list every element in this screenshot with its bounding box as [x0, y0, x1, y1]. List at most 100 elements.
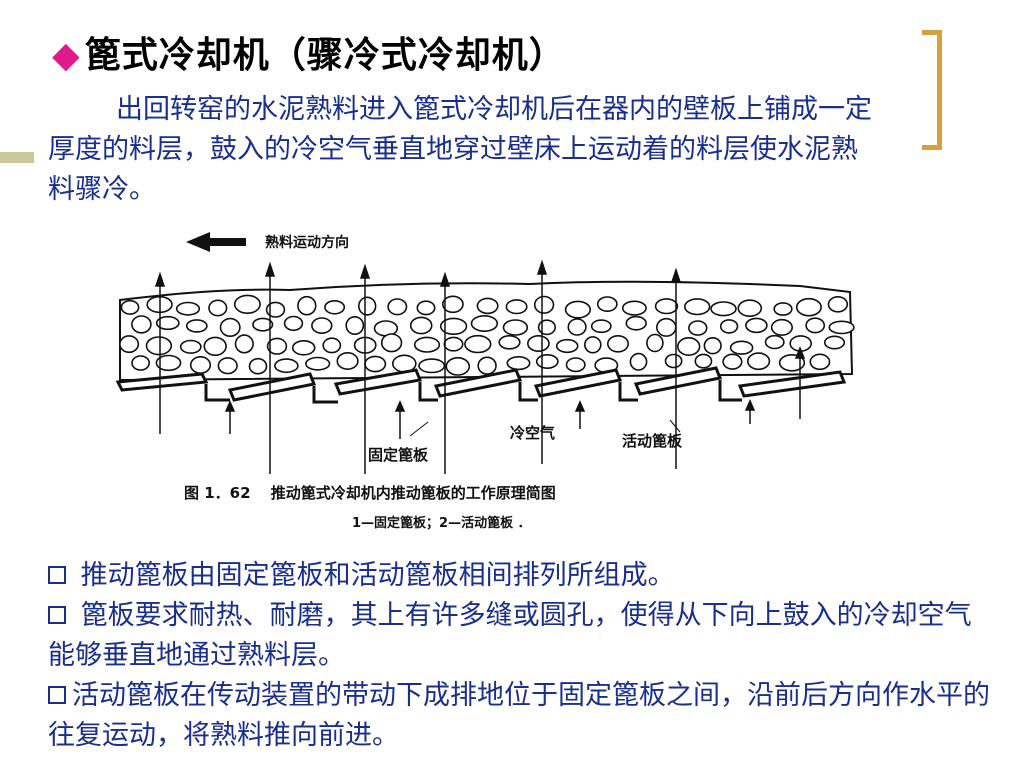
intro-text: 出回转窑的水泥熟料进入篦式冷却机后在器内的壁板上铺成一定厚度的料层，鼓入的冷空气… [48, 94, 872, 205]
bullet-text: 活动篦板在传动装置的带动下成排地位于固定篦板之间，沿前后方向作水平的往复运动，将… [48, 680, 990, 751]
clinker-stone [175, 301, 201, 316]
clinker-stone [131, 315, 152, 334]
clinker-stone [217, 357, 238, 375]
clinker-stone [590, 319, 612, 334]
bullet-text: 篦板要求耐热、耐磨，其上有许多缝或圆孔，使得从下向上鼓入的冷却空气能够垂直地通过… [48, 600, 972, 671]
label-leaders [409, 419, 681, 437]
clinker-stone [416, 300, 436, 316]
clinker-stone [625, 315, 647, 331]
clinker-stone [322, 337, 342, 354]
clinker-stone [219, 317, 241, 337]
clinker-stone [345, 316, 365, 336]
clinker-stone [694, 353, 713, 369]
clinker-stone [477, 356, 497, 375]
page-title: ◆篦式冷却机（骤冷式冷却机） [52, 26, 566, 78]
clinker-stone [208, 299, 228, 317]
clinker-stone [297, 295, 317, 316]
clinker-stone [770, 318, 794, 336]
clinker-stone [266, 337, 288, 355]
list-item: 篦板要求耐热、耐磨，其上有许多缝或圆孔，使得从下向上鼓入的冷却空气能够垂直地通过… [48, 596, 998, 676]
clinker-stone [729, 340, 754, 355]
clinker-stone [564, 300, 592, 319]
moving-grate-plate [227, 372, 317, 402]
clinker-stone [145, 336, 173, 356]
clinker-stones [119, 294, 855, 376]
clinker-stone [655, 317, 677, 337]
clinker-stone [827, 296, 849, 313]
bullet-list: 推动篦板由固定篦板和活动篦板相间排列所组成。 篦板要求耐热、耐磨，其上有许多缝或… [48, 556, 998, 756]
square-bullet-icon [48, 685, 66, 704]
clinker-stone [683, 298, 711, 316]
clinker-stone [809, 353, 831, 371]
clinker-stone [596, 296, 618, 312]
figure-legend: 1—固定篦板；2—活动篦板 ． [352, 516, 531, 531]
moving-grate-plate [633, 366, 723, 396]
clinker-stone [526, 335, 550, 353]
decorative-bracket [922, 30, 942, 150]
clinker-stone [248, 357, 268, 375]
clinker-stone [324, 300, 346, 315]
clinker-stone [185, 319, 208, 333]
fixed-grate-label: 固定篦板 [368, 446, 429, 464]
diamond-bullet-icon: ◆ [52, 34, 81, 76]
clinker-stone [823, 335, 846, 350]
clinker-stone [506, 356, 531, 371]
clinker-stone [703, 336, 722, 355]
clinker-stone [535, 354, 559, 370]
moving-grate-plate [433, 368, 523, 398]
clinker-stone [387, 298, 408, 316]
clinker-stone [502, 319, 529, 336]
clinker-stone [413, 336, 441, 353]
clinker-stone [409, 316, 433, 335]
clinker-stone [476, 297, 499, 315]
clinker-stone [773, 302, 793, 316]
decorative-bar [0, 152, 34, 163]
clinker-stone [311, 317, 333, 334]
clinker-stone [203, 336, 227, 357]
clinker-stone [746, 352, 771, 371]
bullet-text: 推动篦板由固定篦板和活动篦板相间排列所组成。 [80, 560, 675, 591]
clinker-stone [189, 356, 212, 375]
clinker-stone [119, 335, 140, 354]
clinker-stone [418, 358, 446, 374]
clinker-stone [764, 334, 785, 350]
clinker-stone [719, 319, 739, 334]
clinker-stone [234, 334, 254, 354]
clinker-stone [646, 333, 664, 353]
direction-label: 熟料运动方向 [265, 235, 349, 251]
intro-paragraph: 出回转窑的水泥熟料进入篦式冷却机后在器内的壁板上铺成一定厚度的料层，鼓入的冷空气… [48, 90, 878, 210]
clinker-stone [464, 334, 492, 354]
clinker-stone [439, 317, 468, 336]
clinker-stone [745, 317, 768, 334]
cold-air-label: 冷空气 [510, 424, 556, 442]
clinker-stone [664, 353, 683, 369]
clinker-stone [291, 340, 316, 356]
clinker-stone [252, 317, 274, 332]
clinker-stone [131, 355, 151, 371]
clinker-stone [283, 315, 304, 332]
clinker-stone [567, 318, 587, 336]
clinker-stone [274, 358, 299, 374]
clinker-stone [233, 294, 261, 315]
list-item: 活动篦板在传动装置的带动下成排地位于固定篦板之间，沿前后方向作水平的往复运动，将… [48, 676, 998, 756]
clinker-stone [621, 300, 647, 316]
clinker-stone [722, 353, 743, 370]
clinker-stone [336, 352, 359, 371]
clinker-stone [358, 296, 377, 316]
clinker-stone [155, 315, 180, 331]
clinker-stone [179, 339, 202, 354]
clinker-stone [606, 335, 629, 353]
clinker-stone [305, 356, 331, 371]
clinker-stone [443, 336, 464, 352]
clinker-stone [120, 299, 140, 315]
grate-plates [115, 366, 847, 402]
clinker-stone [583, 336, 602, 354]
clinker-stone [654, 298, 679, 315]
clinker-stone [380, 333, 403, 353]
title-text: 篦式冷却机（骤冷式冷却机） [84, 34, 566, 76]
clinker-stone [778, 354, 806, 372]
clinker-stone [441, 295, 464, 314]
cooler-diagram-drawing [115, 232, 855, 474]
grate-supports [204, 380, 742, 404]
clinker-stone [498, 335, 521, 350]
